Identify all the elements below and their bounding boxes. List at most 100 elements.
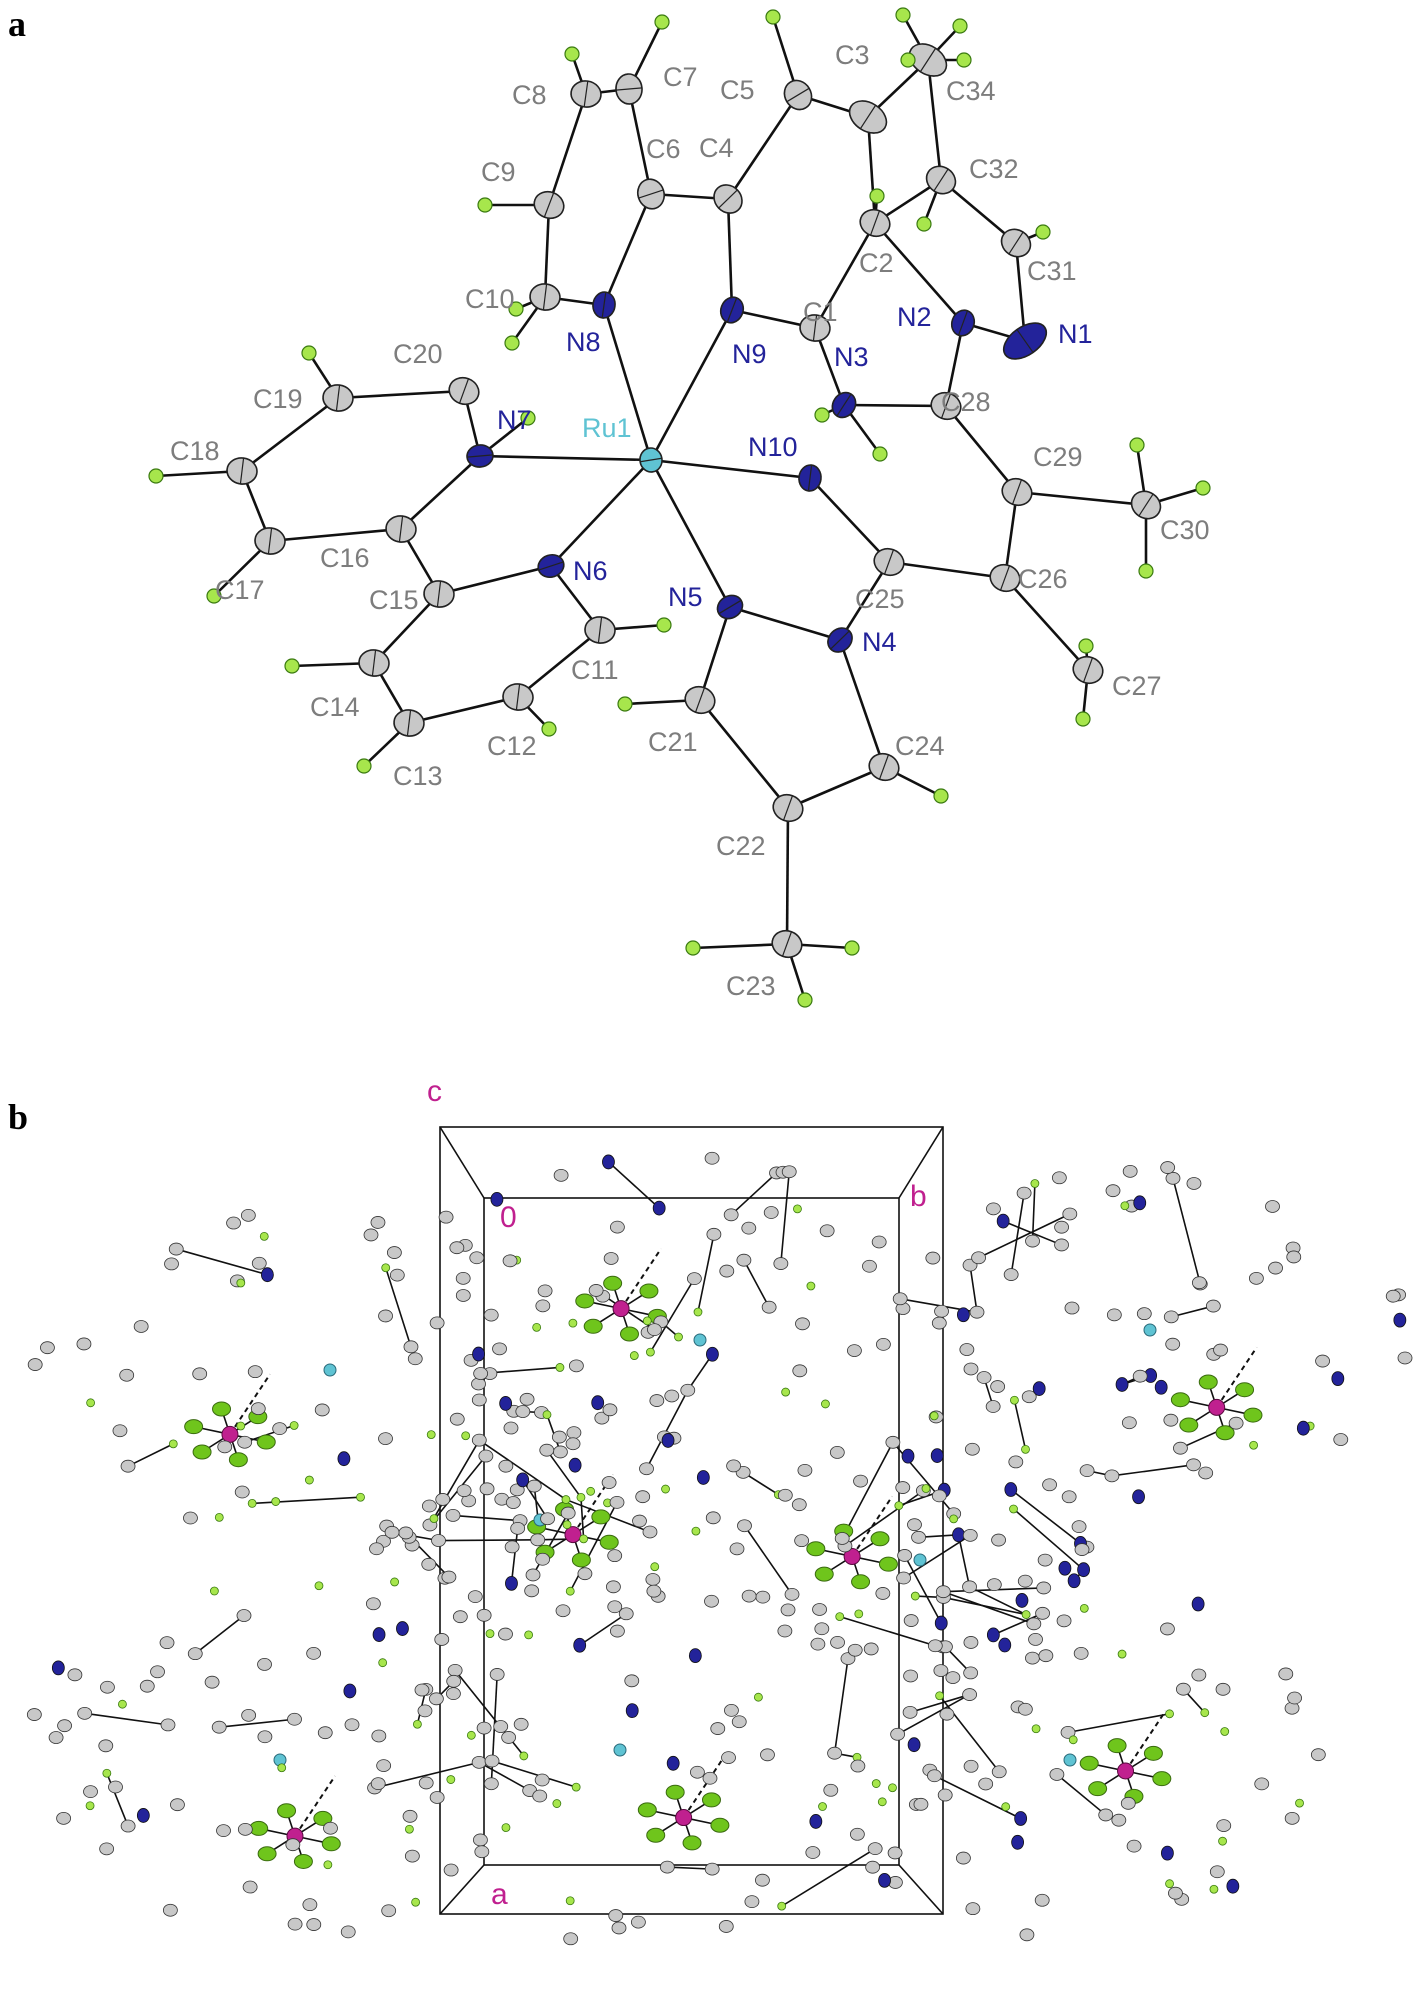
packing-bond — [127, 1443, 174, 1467]
packing-bond — [781, 1847, 876, 1907]
carbon-atom — [83, 1785, 98, 1799]
carbon-atom — [724, 1703, 739, 1717]
packing-bond — [1172, 1178, 1202, 1285]
packing-bond — [730, 1172, 778, 1216]
carbon-atom — [445, 1508, 461, 1522]
carbon-atom — [704, 1151, 720, 1165]
carbon-atom — [471, 1393, 487, 1407]
carbon-atom — [287, 1712, 302, 1726]
carbon-atom — [1122, 1164, 1138, 1178]
bond-N2-C28 — [944, 322, 965, 407]
carbon-atom — [647, 1323, 662, 1337]
carbon-atom — [1132, 1369, 1148, 1383]
carbon-atom — [963, 1666, 979, 1680]
atom-label-c27: C27 — [1112, 671, 1162, 701]
nitrogen-atom — [516, 1472, 530, 1488]
bond-N8-C6 — [602, 193, 653, 306]
atom-c14 — [358, 649, 390, 677]
hydrogen-atom — [390, 1577, 400, 1587]
nitrogen-atom — [696, 1470, 710, 1485]
hydrogen-atom — [405, 1824, 414, 1834]
carbon-atom — [563, 1932, 579, 1946]
carbon-atom — [642, 1525, 658, 1539]
carbon-atom — [76, 1337, 92, 1351]
carbon-atom — [565, 1437, 581, 1451]
atom-n8 — [592, 291, 616, 319]
carbon-atom — [534, 1773, 550, 1787]
hydrogen-atom — [568, 1318, 578, 1328]
nitrogen-atom — [652, 1200, 666, 1216]
hydrogen-atom — [1129, 437, 1145, 453]
hydrogen-atom — [541, 721, 557, 737]
hydrogen-atom — [1120, 1201, 1130, 1211]
fluorine-atom — [1198, 1374, 1218, 1390]
fluorine-atom — [321, 1836, 341, 1852]
carbon-atom — [896, 1571, 912, 1585]
carbon-atom — [526, 1479, 542, 1493]
hydrogen-atom — [426, 1430, 436, 1440]
carbon-atom — [865, 1860, 881, 1874]
carbon-atom — [287, 1917, 303, 1931]
carbon-atom — [99, 1842, 115, 1856]
carbon-atom — [77, 1706, 93, 1720]
hydrogen-atom — [508, 301, 524, 317]
carbon-atom — [108, 1780, 123, 1794]
carbon-atom — [365, 1597, 381, 1611]
bond-N4-C24 — [838, 639, 886, 768]
hydrogen-atom — [289, 1421, 299, 1430]
carbon-atom — [119, 1368, 135, 1382]
hydrogen-atom — [304, 1475, 314, 1485]
carbon-atom — [780, 1603, 796, 1617]
carbon-atom — [1111, 1813, 1127, 1827]
nitrogen-atom — [1015, 1593, 1029, 1608]
bond-C9-C8 — [547, 93, 588, 206]
hydrogen-atom — [956, 52, 972, 68]
phosphorus-atom — [1117, 1762, 1135, 1780]
carbon-atom — [150, 1665, 165, 1679]
carbon-atom — [1071, 1520, 1087, 1534]
atom-label-c1: C1 — [803, 297, 838, 327]
carbon-atom — [1062, 1207, 1078, 1221]
packing-bond — [452, 1514, 521, 1522]
carbon-atom — [1074, 1543, 1090, 1556]
fluorine-atom — [1215, 1425, 1235, 1441]
hydrogen-bond-contact — [1124, 1710, 1167, 1772]
hydrogen-atom — [168, 1439, 178, 1449]
bond-C22-C21 — [698, 699, 790, 809]
ruthenium-atom — [613, 1743, 627, 1757]
nitrogen-atom — [1132, 1489, 1145, 1505]
carbon-atom — [160, 1718, 176, 1732]
carbon-atom — [535, 1552, 551, 1566]
carbon-atom — [247, 1365, 263, 1379]
carbon-atom — [1191, 1668, 1207, 1682]
carbon-atom — [211, 1720, 227, 1734]
carbon-atom — [1385, 1289, 1401, 1303]
carbon-atom — [607, 1549, 623, 1563]
bond-C15-N6 — [438, 564, 552, 596]
carbon-atom — [911, 1530, 926, 1544]
carbon-atom — [1209, 1865, 1225, 1879]
carbon-atom — [935, 1585, 951, 1599]
fluorine-atom — [591, 1509, 611, 1525]
nitrogen-atom — [1191, 1596, 1205, 1612]
carbon-atom — [1017, 1702, 1033, 1716]
carbon-atom — [434, 1633, 450, 1646]
hydrogen-atom — [413, 1719, 422, 1729]
hydrogen-atom — [1220, 1727, 1230, 1736]
carbon-atom — [469, 1251, 485, 1265]
bond-N3-C28 — [843, 403, 947, 408]
hydrogen-atom — [872, 446, 888, 462]
hydrogen-atom — [656, 617, 672, 633]
carbon-atom — [133, 1320, 149, 1333]
carbon-atom — [829, 1446, 845, 1459]
phosphorus-atom — [675, 1809, 693, 1827]
carbon-atom — [609, 1495, 625, 1509]
carbon-atom — [192, 1367, 208, 1381]
carbon-atom — [927, 1639, 943, 1653]
carbon-atom — [1163, 1310, 1179, 1324]
cell-outer-face — [439, 1126, 944, 1915]
carbon-atom — [492, 1342, 507, 1356]
carbon-atom — [1228, 1416, 1244, 1430]
atom-label-c28: C28 — [941, 387, 991, 417]
atom-c11 — [584, 616, 616, 644]
